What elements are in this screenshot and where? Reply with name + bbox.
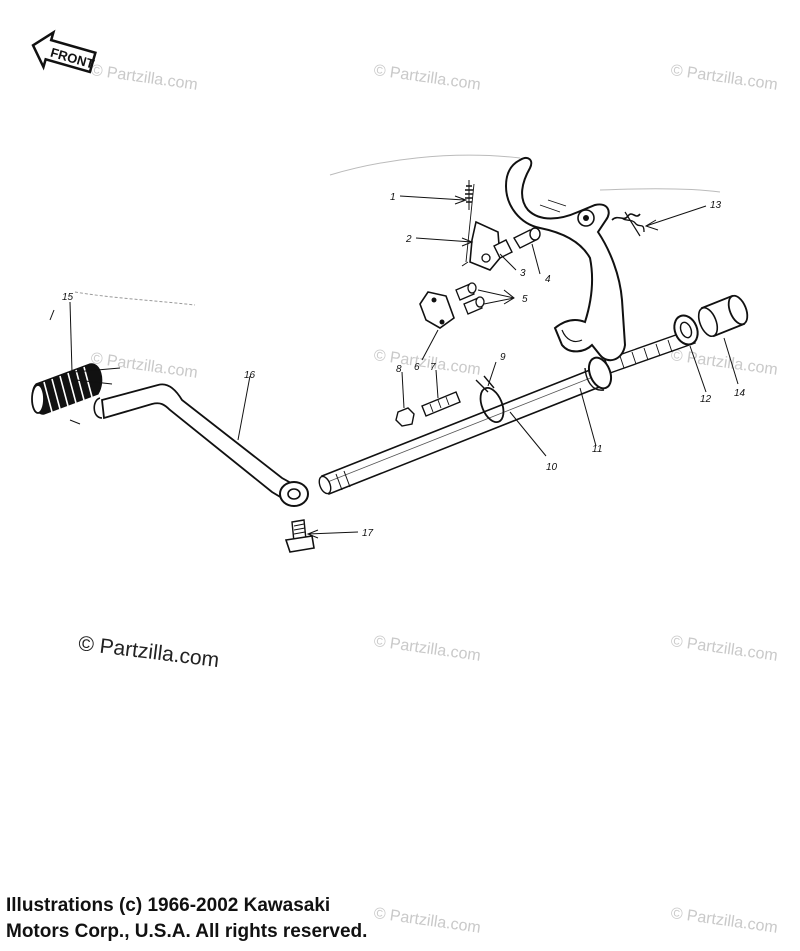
copyright-notice: Illustrations (c) 1966-2002 Kawasaki Mot… [6, 893, 367, 945]
stopper-plate [461, 220, 501, 271]
bolt [513, 227, 541, 249]
callout-17: 17 [362, 528, 374, 539]
nut [395, 407, 415, 427]
callout-1: 1 [390, 192, 396, 203]
shift-pedal-lever [93, 383, 309, 507]
callout-3: 3 [520, 268, 526, 279]
shaft-collar [584, 356, 613, 391]
front-arrow-icon: FRONT [31, 29, 97, 74]
washer [673, 314, 699, 346]
pin [421, 391, 461, 417]
copyright-line-2: Motors Corp., U.S.A. All rights reserved… [6, 921, 368, 942]
callout-12: 12 [700, 394, 712, 405]
callout-9: 9 [500, 352, 506, 363]
callout-10: 10 [546, 462, 558, 473]
callout-4: 4 [545, 274, 551, 285]
callout-11: 11 [592, 444, 602, 455]
callout-16: 16 [244, 370, 256, 381]
callout-6: 6 [414, 362, 420, 373]
callout-5: 5 [522, 294, 528, 305]
callout-15: 15 [62, 292, 74, 303]
small-spring [465, 180, 475, 263]
callout-2: 2 [405, 234, 412, 245]
guide-plate [419, 291, 455, 329]
bolts-pair [455, 282, 485, 315]
return-spring [611, 211, 645, 237]
roller-stopper [493, 239, 513, 259]
callout-8: 8 [396, 364, 402, 375]
shift-shaft [318, 329, 696, 496]
bushing [697, 294, 749, 338]
pedal-rubber [31, 363, 103, 415]
pedal-bolt [284, 519, 315, 553]
leader-lines [49, 195, 739, 535]
callout-14: 14 [734, 388, 746, 399]
callout-13: 13 [710, 200, 722, 211]
copyright-line-1: Illustrations (c) 1966-2002 Kawasaki [6, 895, 331, 916]
shift-arm [504, 157, 627, 362]
callout-7: 7 [430, 362, 436, 373]
